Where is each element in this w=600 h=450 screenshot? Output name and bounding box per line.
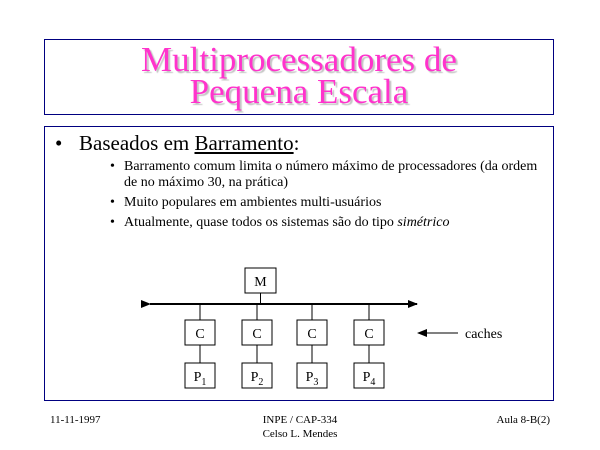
sub-bullet-text: Muito populares em ambientes multi-usuár… <box>124 195 382 210</box>
sub-bullet-dot-icon: • <box>110 215 115 230</box>
sub-bullet: • Barramento comum limita o número máxim… <box>105 159 550 191</box>
cache-label: C <box>195 327 204 342</box>
caches-annotation: caches <box>465 327 502 342</box>
processor-label: P1 <box>194 370 207 388</box>
main-bullet: • Baseados em Barramento: <box>55 131 299 155</box>
footer-lesson: Aula 8-B(2) <box>496 414 550 426</box>
bullet-dot-icon: • <box>55 131 63 155</box>
main-bullet-underlined: Barramento <box>194 131 294 155</box>
processor-label: P4 <box>363 370 376 388</box>
processor-index: 1 <box>201 377 206 388</box>
content-box: • Baseados em Barramento: • Barramento co… <box>44 126 554 401</box>
sub-bullet: • Atualmente, quase todos os sistemas sã… <box>105 215 550 231</box>
sub-bullet-list: • Barramento comum limita o número máxim… <box>105 159 550 235</box>
processor-label: P3 <box>306 370 319 388</box>
processor-box <box>184 362 216 389</box>
title-box: Multiprocessadores de Pequena Escala <box>44 39 554 115</box>
sub-bullet-dot-icon: • <box>110 195 115 210</box>
sub-bullet-emphasis: simétrico <box>397 215 450 230</box>
cache-label: C <box>252 327 261 342</box>
processor-index: 3 <box>313 377 318 388</box>
main-bullet-suffix: : <box>293 131 300 155</box>
processor-letter: P <box>194 370 202 385</box>
cache-box <box>184 319 216 346</box>
slide-title-line-2: Pequena Escala <box>189 72 409 111</box>
footer-center: INPE / CAP-334 Celso L. Mendes <box>0 413 600 441</box>
processor-letter: P <box>306 370 314 385</box>
processor-letter: P <box>251 370 259 385</box>
cache-box <box>296 319 328 346</box>
slide-title-line-1: Multiprocessadores de <box>141 40 457 79</box>
processor-box <box>296 362 328 389</box>
sub-bullet-text: Atualmente, quase todos os sistemas são … <box>124 215 398 230</box>
cache-box <box>241 319 273 346</box>
sub-bullet: • Muito populares em ambientes multi-usu… <box>105 195 550 211</box>
processor-box <box>353 362 385 389</box>
footer-date: 11-11-1997 <box>50 414 101 426</box>
sub-bullet-text: Barramento comum limita o número máximo … <box>124 159 538 190</box>
processor-index: 4 <box>370 377 375 388</box>
footer-institution: INPE / CAP-334 <box>262 414 338 426</box>
processor-index: 2 <box>258 377 263 388</box>
memory-box <box>244 267 277 294</box>
cache-label: C <box>307 327 316 342</box>
memory-label: M <box>254 275 267 290</box>
cache-label: C <box>364 327 373 342</box>
processor-box <box>241 362 273 389</box>
main-bullet-prefix: Baseados em <box>79 131 195 155</box>
processor-letter: P <box>363 370 371 385</box>
footer-author: Celso L. Mendes <box>262 428 338 440</box>
sub-bullet-dot-icon: • <box>110 159 115 174</box>
processor-label: P2 <box>251 370 264 388</box>
